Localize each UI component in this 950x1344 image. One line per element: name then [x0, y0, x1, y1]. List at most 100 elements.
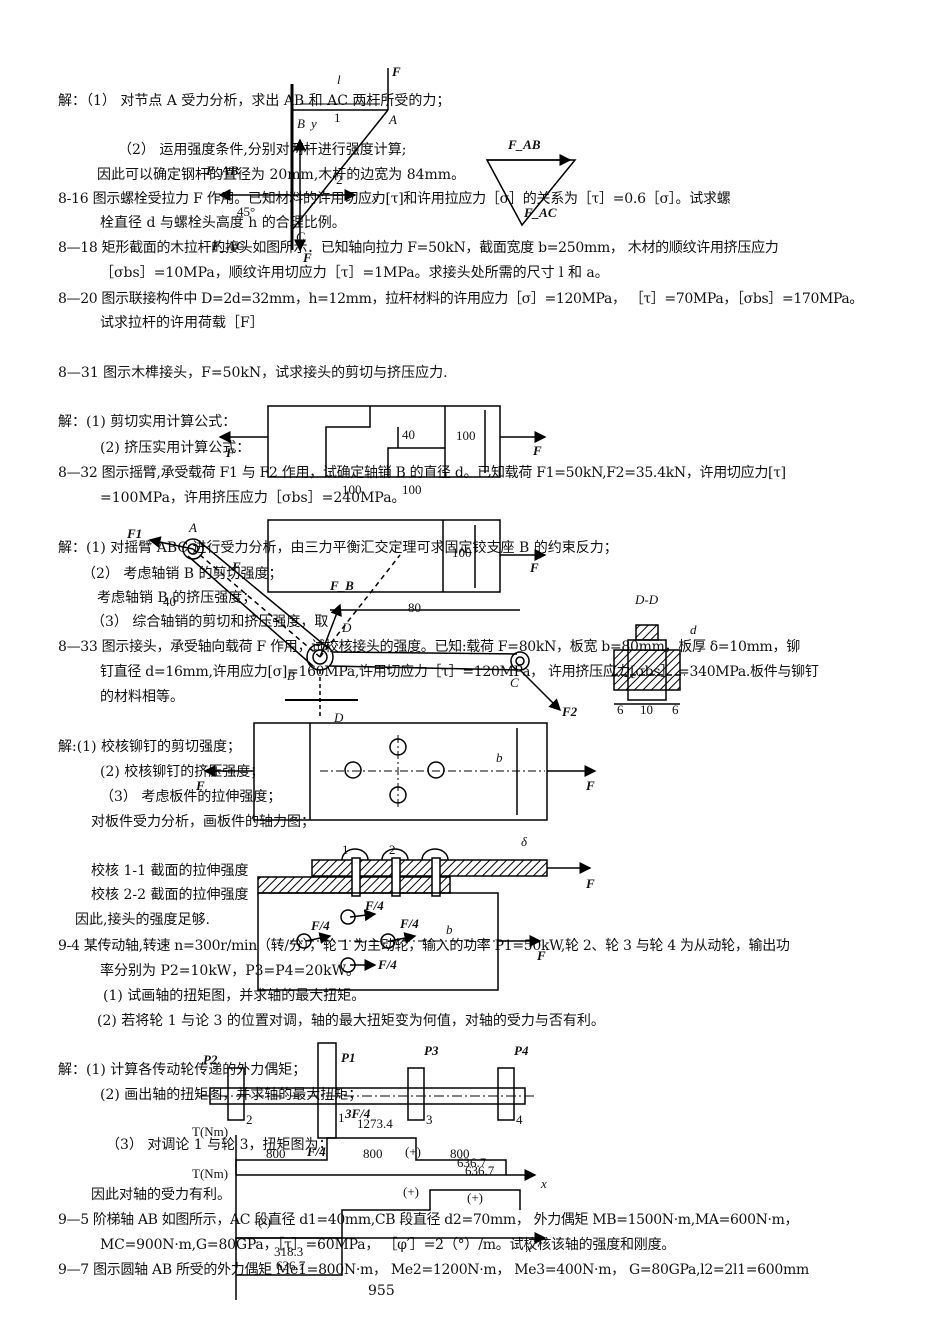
- text-line: 解：（1） 对节点 A 受力分析，求出 AB 和 AC 两杆所受的力；: [58, 93, 451, 109]
- tenon-label: 100: [402, 482, 422, 497]
- rivet-figure: [203, 722, 597, 991]
- rivet-label: F/4: [378, 957, 397, 972]
- text-line: 对板件受力分析，画板件的轴力图；: [91, 814, 315, 830]
- truss-label: F_AB: [508, 137, 541, 152]
- rivet-label: b: [446, 922, 453, 937]
- rivet-label: F/4: [311, 918, 330, 933]
- truss-label: C: [296, 229, 305, 244]
- rocker-label: F2: [562, 704, 578, 719]
- text-line: =100MPa，许用挤压应力［σbs］=240MPa。: [100, 490, 406, 506]
- rivet-label: δ: [521, 834, 528, 849]
- shaft-label: 636.7: [457, 1155, 487, 1170]
- shaft-label: 636.7: [276, 1258, 306, 1273]
- rocker-label: D: [334, 710, 344, 725]
- truss-label: l: [337, 72, 341, 87]
- rivet-label: b: [496, 750, 503, 765]
- shaft-label: T(Nm): [192, 1124, 229, 1139]
- rivet-label: F/4: [365, 898, 384, 913]
- rocker-label: A: [189, 520, 197, 535]
- rocker-label: 6: [672, 702, 679, 717]
- truss-label: B: [297, 116, 305, 131]
- shaft-label: 800: [363, 1146, 383, 1161]
- shaft-label: 1273.4: [357, 1116, 393, 1131]
- shaft-label: (+): [403, 1184, 419, 1199]
- rivet-label: F: [586, 778, 595, 793]
- text-line: (2) 画出轴的扭矩图，并求轴的最大扭矩；: [100, 1087, 363, 1103]
- truss-label: F_AB: [206, 163, 239, 178]
- text-line: 率分别为 P2=10kW，P3=P4=20kW。: [100, 963, 360, 979]
- text-line: 解：(1) 对摇臂 ABC 进行受力分析，由三力平衡汇交定理可求固定铰支座 B …: [58, 540, 618, 556]
- text-line: 的材料相等。: [100, 689, 184, 705]
- text-line: 考虑轴销 B 的挤压强度；: [97, 590, 257, 606]
- text-line: （2） 考虑轴销 B 的剪切强度；: [82, 566, 283, 582]
- text-line: （3） 综合轴销的剪切和挤压强度，取: [91, 614, 329, 630]
- shaft-label: x: [526, 1240, 532, 1255]
- truss-label: 2: [336, 172, 343, 187]
- text-line: 栓直径 d 与螺栓头高度 h 的合理比例。: [100, 215, 346, 231]
- rocker-figure: [148, 536, 685, 718]
- text-line: 因此,接头的强度足够.: [75, 912, 210, 928]
- shaft-label: P4: [514, 1043, 529, 1058]
- rivet-label: 2: [389, 842, 396, 857]
- shaft-label: T(Nm): [192, 1166, 229, 1181]
- truss-label: A: [389, 112, 397, 127]
- truss-label: F_AC: [212, 238, 245, 253]
- truss-label: F: [303, 250, 312, 265]
- shaft-label: P2: [203, 1052, 218, 1067]
- shaft-label: (-): [258, 1214, 271, 1229]
- rocker-label: d: [690, 622, 697, 637]
- rocker-label: B: [287, 668, 295, 683]
- rocker-label: C: [510, 675, 519, 690]
- tenon-figure: [218, 405, 547, 593]
- shaft-label: (+): [405, 1144, 421, 1159]
- text-line: (2) 若将轮 1 与论 3 的位置对调，轴的最大扭矩变为何值，对轴的受力与否有…: [97, 1013, 605, 1029]
- tenon-label: 40: [402, 427, 415, 442]
- text-line: (2) 校核铆钉的挤压强度；: [100, 764, 265, 780]
- shaft-label: 3: [426, 1112, 433, 1127]
- tenon-label: F: [530, 560, 539, 575]
- text-line: (2) 挤压实用计算公式：: [100, 440, 251, 456]
- shaft-label: (+): [467, 1190, 483, 1205]
- text-line: 9—5 阶梯轴 AB 如图所示，AC 段直径 d1=40mm,CB 段直径 d2…: [58, 1212, 799, 1228]
- shaft-label: 1: [338, 1110, 345, 1125]
- text-line: 8—31 图示木榫接头，F=50kN，试求接头的剪切与挤压应力.: [58, 365, 448, 381]
- tenon-label: F: [533, 443, 542, 458]
- rivet-label: F: [196, 778, 205, 793]
- rocker-label: D: [342, 620, 352, 635]
- truss-label: x: [372, 190, 378, 205]
- rivet-label: F/4: [400, 916, 419, 931]
- tenon-label: F: [226, 445, 235, 460]
- truss-label: y: [311, 116, 317, 131]
- rocker-label: 80: [408, 600, 421, 615]
- shaft-label: F/4: [307, 1144, 326, 1159]
- shaft-figure: [200, 1042, 547, 1300]
- shaft-label: x: [541, 1176, 547, 1191]
- truss-label: F: [392, 64, 401, 79]
- text-line: 8—32 图示摇臂,承受载荷 F1 与 F2 作用，试确定轴销 B 的直径 d。…: [58, 465, 786, 481]
- tenon-label: 100: [452, 545, 472, 560]
- shaft-label: P1: [341, 1050, 356, 1065]
- text-line: （2） 运用强度条件,分别对两杆进行强度计算;: [118, 142, 407, 158]
- text-line: 9—7 图示圆轴 AB 所受的外力偶矩 Me1=800N·m， Me2=1200…: [58, 1262, 809, 1278]
- truss-figure: [218, 68, 577, 252]
- text-line: 8—20 图示联接构件中 D=2d=32mm，h=12mm，拉杆材料的许用应力［…: [58, 291, 864, 307]
- shaft-label: 800: [266, 1146, 286, 1161]
- shaft-label: 636.7: [465, 1163, 495, 1178]
- text-line: 试求拉杆的许用荷载［F］: [100, 315, 264, 331]
- text-line: 因此可以确定钢杆的直径为 20mm,木杆的边宽为 84mm。: [97, 167, 466, 183]
- truss-label: F_AC: [524, 205, 557, 220]
- text-line: (1) 试画轴的扭矩图，并求轴的最大扭矩。: [103, 988, 366, 1004]
- shaft-label: 2: [246, 1112, 253, 1127]
- text-line: 校核 1-1 截面的拉伸强度: [91, 863, 249, 879]
- rivet-label: 1: [342, 842, 349, 857]
- rivet-label: F: [537, 948, 546, 963]
- shaft-label: P3: [424, 1043, 439, 1058]
- truss-label: 1: [334, 110, 341, 125]
- shaft-label: 800: [450, 1146, 470, 1161]
- shaft-label: 3F/4: [345, 1106, 371, 1121]
- text-line: 9-4 某传动轴,转速 n=300r/min（转/分），轮 1 为主动轮，输入的…: [58, 938, 790, 954]
- rocker-label: F_B: [330, 578, 354, 593]
- rocker-label: F1: [127, 526, 143, 541]
- text-line: ［σbs］=10MPa，顺纹许用切应力［τ］=1MPa。求接头处所需的尺寸 l …: [100, 265, 609, 281]
